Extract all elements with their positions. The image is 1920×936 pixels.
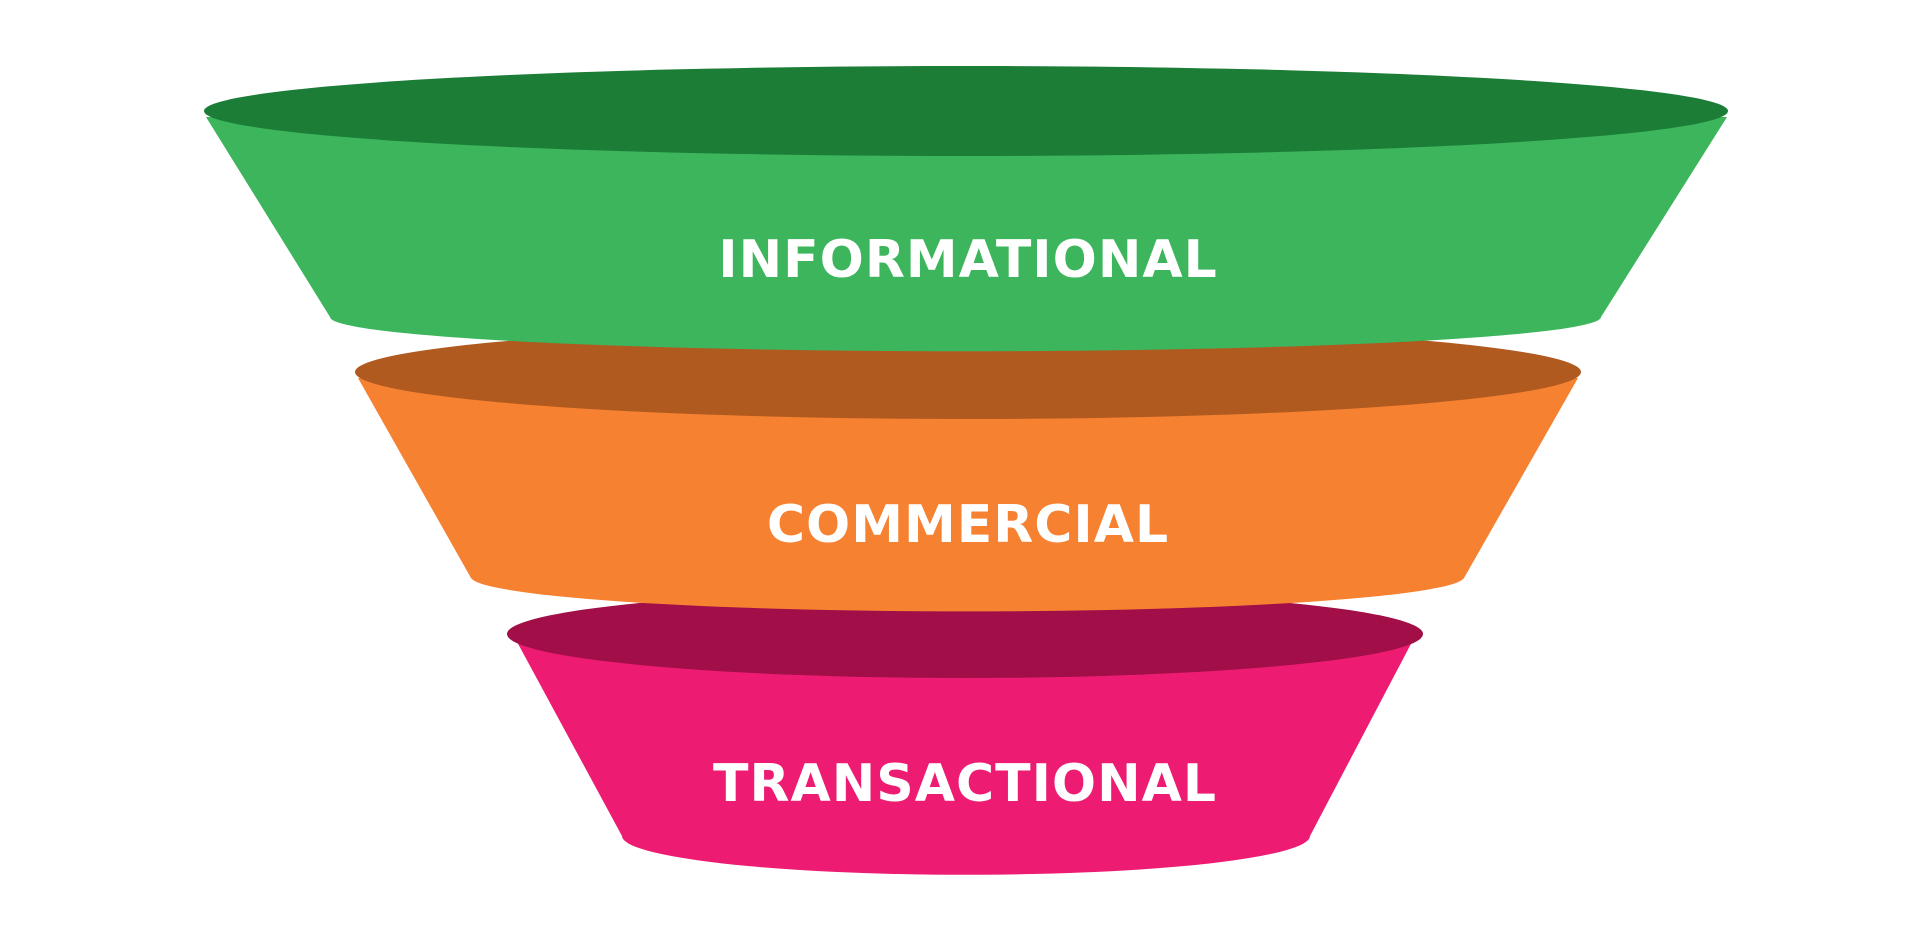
stage-rim xyxy=(204,66,1728,156)
funnel-stage-commercial: COMMERCIAL xyxy=(355,325,1581,612)
stage-label-commercial: COMMERCIAL xyxy=(767,495,1169,555)
stage-body xyxy=(206,117,1727,352)
stage-body xyxy=(358,378,1578,612)
funnel-stage-transactional: TRANSACTIONAL xyxy=(507,590,1423,875)
stage-body xyxy=(516,640,1413,875)
stage-label-informational: INFORMATIONAL xyxy=(718,230,1218,290)
funnel-stage-informational: INFORMATIONAL xyxy=(204,66,1728,352)
stage-rim xyxy=(507,590,1423,678)
stage-rim xyxy=(355,325,1581,419)
stage-label-transactional: TRANSACTIONAL xyxy=(713,754,1217,814)
